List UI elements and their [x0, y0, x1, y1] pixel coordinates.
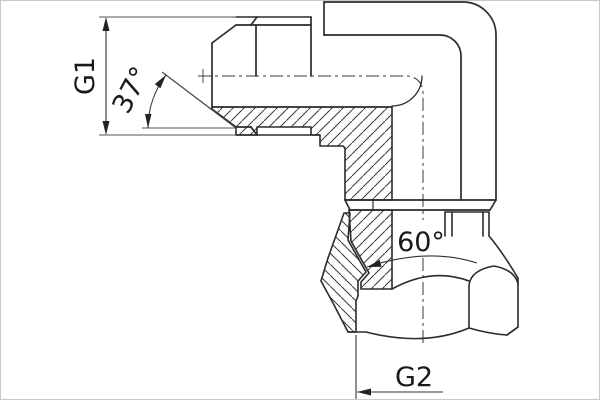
thread-runout-bottom: [250, 126, 258, 136]
seat-angle-arrow: [367, 260, 382, 267]
g1-arrow-up: [102, 17, 110, 31]
hex-silhouette-right: [506, 277, 519, 336]
centerlines: [198, 69, 424, 347]
g2-arrow-left: [357, 388, 371, 396]
g1-arrow-down: [102, 121, 110, 135]
swivel-nut-outline: [347, 211, 519, 340]
nut-bottom-edge: [347, 327, 470, 340]
nut-section-region: [320, 212, 367, 333]
nut-shoulder-right: [488, 235, 519, 279]
body-section-region: [211, 106, 393, 201]
elbow-body-outline: [323, 1, 497, 211]
flare-angle-label: 37°: [107, 62, 157, 119]
bore-intersection-curve: [391, 75, 423, 107]
flange-bevel-left: [344, 199, 351, 211]
outer-contour: [323, 1, 497, 201]
hex-barrel-top-curve: [391, 274, 470, 290]
flare-angle-dimension: 37°: [107, 62, 237, 129]
angle-construction-line: [161, 71, 237, 129]
flow-centerline: [198, 75, 424, 220]
seat-angle-dimension: 60°: [366, 227, 478, 268]
g1-dimension: G1: [70, 16, 236, 136]
hex-front-facet: [468, 265, 519, 336]
flange-bevel-right: [489, 199, 497, 211]
thread-runout-top: [250, 16, 258, 26]
male-stud-outline: [211, 16, 393, 136]
inner-contour: [323, 34, 462, 201]
g2-dimension: G2: [355, 335, 443, 399]
seat-angle-label: 60°: [397, 227, 445, 258]
g1-label: G1: [70, 57, 101, 95]
angle-arrow-top: [154, 75, 166, 89]
section-hatch-nut: [320, 212, 367, 333]
g2-label: G2: [395, 362, 433, 393]
angle-arrow-bottom: [145, 114, 152, 128]
flare-cone-top: [211, 24, 237, 44]
